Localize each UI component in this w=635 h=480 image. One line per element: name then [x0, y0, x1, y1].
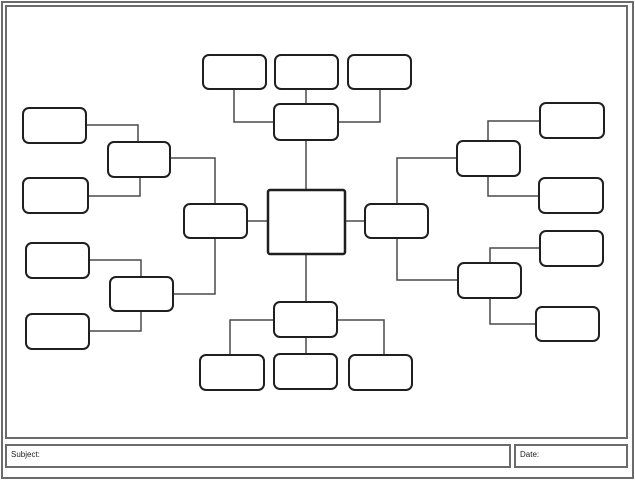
left-lower-leaf-2-box[interactable]: [25, 313, 90, 350]
top-branch-box[interactable]: [273, 103, 339, 141]
left-upper-leaf-1-box[interactable]: [22, 107, 87, 144]
bottom-leaf-1-box[interactable]: [199, 354, 265, 391]
right-upper-leaf-2-box[interactable]: [538, 177, 604, 214]
date-field[interactable]: Date:: [514, 444, 628, 468]
left-lower-sub-box[interactable]: [109, 276, 174, 312]
left-lower-leaf-1-box[interactable]: [25, 242, 90, 279]
top-leaf-1-box[interactable]: [202, 54, 267, 90]
right-branch-box[interactable]: [364, 203, 429, 239]
right-lower-sub-box[interactable]: [457, 262, 522, 299]
date-label: Date:: [520, 450, 540, 459]
top-leaf-3-box[interactable]: [347, 54, 412, 90]
bottom-leaf-3-box[interactable]: [348, 354, 413, 391]
right-upper-sub-box[interactable]: [456, 140, 521, 177]
bottom-branch-box[interactable]: [273, 301, 338, 338]
subject-label: Subject:: [11, 450, 40, 459]
connector-lines: [86, 89, 540, 355]
mind-map-area: [5, 5, 628, 439]
subtopic-boxes: [22, 54, 605, 391]
left-branch-box[interactable]: [183, 203, 248, 239]
top-leaf-2-box[interactable]: [274, 54, 339, 90]
right-lower-leaf-1-box[interactable]: [539, 230, 604, 267]
right-upper-leaf-1-box[interactable]: [539, 102, 605, 139]
bottom-leaf-2-box[interactable]: [273, 353, 338, 390]
subject-field[interactable]: Subject:: [5, 444, 511, 468]
right-lower-leaf-2-box[interactable]: [535, 306, 600, 342]
central-topic-box[interactable]: [266, 188, 347, 256]
left-upper-sub-box[interactable]: [107, 141, 171, 178]
left-upper-leaf-2-box[interactable]: [22, 177, 89, 214]
